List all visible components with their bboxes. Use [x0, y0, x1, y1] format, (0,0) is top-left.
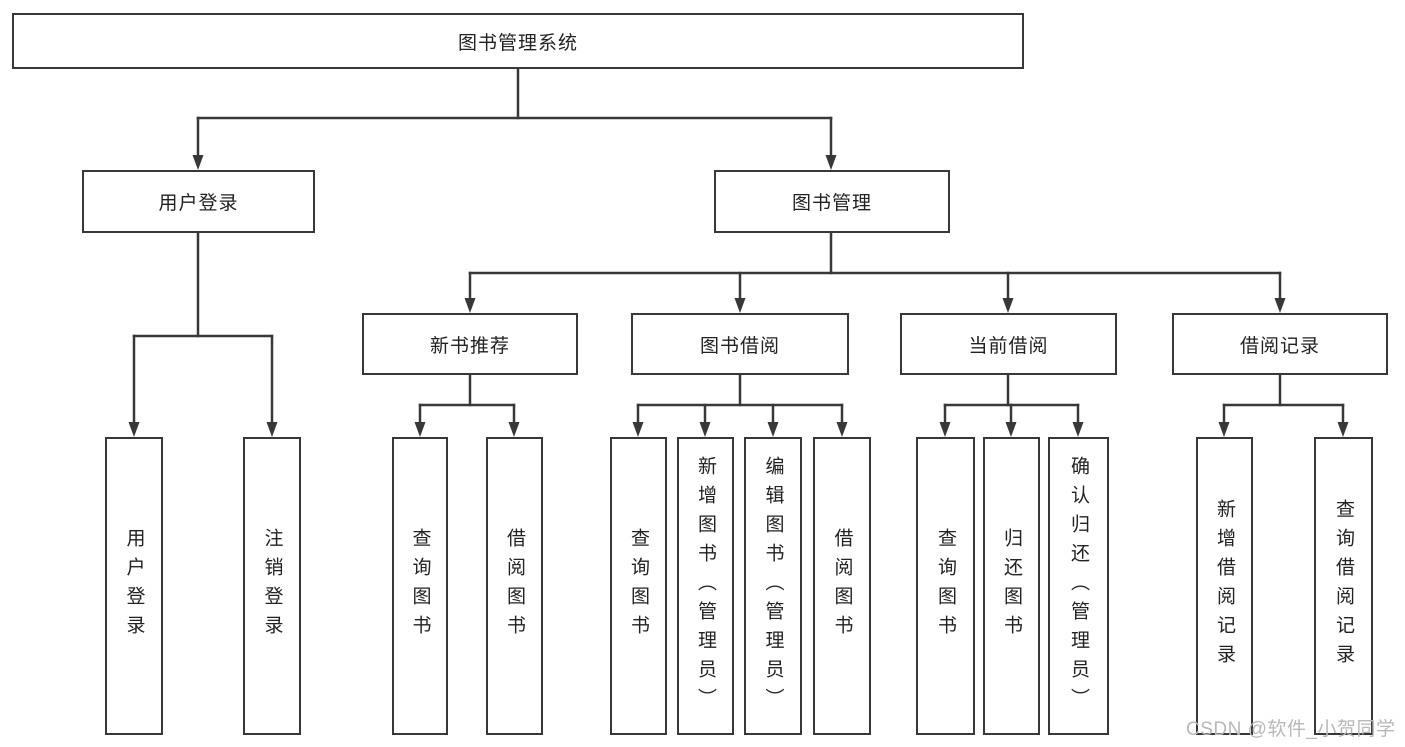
leaf-current-query-books-label: 查询图书	[935, 528, 956, 644]
leaf-borrow-query-books: 查询图书	[610, 437, 667, 735]
leaf-borrow-books-label: 借阅图书	[831, 528, 853, 644]
leaf-borrow-books: 借阅图书	[813, 437, 871, 735]
node-library-management-system: 图书管理系统	[12, 13, 1024, 69]
leaf-return-books: 归还图书	[983, 437, 1040, 735]
leaf-newbook-query-books-label: 查询图书	[409, 528, 431, 644]
leaf-user-login: 用户登录	[105, 437, 163, 735]
leaf-edit-books-admin: 编辑图书（管理员）	[744, 437, 802, 735]
leaf-newbook-query-books: 查询图书	[392, 437, 448, 735]
node-current-borrowing: 当前借阅	[900, 313, 1117, 375]
node-book-management: 图书管理	[714, 170, 950, 233]
leaf-user-login-label: 用户登录	[123, 528, 145, 644]
leaf-confirm-return-admin-label: 确认归还（管理员）	[1068, 455, 1089, 717]
leaf-confirm-return-admin: 确认归还（管理员）	[1048, 437, 1109, 735]
node-new-book-recommendation: 新书推荐	[362, 313, 578, 375]
leaf-add-books-admin: 新增图书（管理员）	[677, 437, 734, 735]
leaf-current-query-books: 查询图书	[916, 437, 975, 735]
leaf-add-books-admin-label: 新增图书（管理员）	[695, 455, 716, 717]
leaf-newbook-borrow-books-label: 借阅图书	[504, 528, 525, 644]
leaf-edit-books-admin-label: 编辑图书（管理员）	[762, 455, 784, 717]
leaf-query-borrow-record-label: 查询借阅记录	[1333, 499, 1354, 673]
leaf-newbook-borrow-books: 借阅图书	[486, 437, 543, 735]
node-user-login: 用户登录	[82, 170, 315, 233]
leaf-borrow-query-books-label: 查询图书	[628, 528, 649, 644]
leaf-logout: 注销登录	[243, 437, 301, 735]
leaf-logout-label: 注销登录	[261, 528, 283, 644]
leaf-return-books-label: 归还图书	[1001, 528, 1022, 644]
node-borrowing-records: 借阅记录	[1172, 313, 1388, 375]
leaf-query-borrow-record: 查询借阅记录	[1314, 437, 1373, 735]
csdn-watermark: CSDN @软件_小贺同学	[1186, 719, 1396, 740]
node-book-borrowing: 图书借阅	[631, 313, 849, 375]
leaf-add-borrow-record-label: 新增借阅记录	[1214, 499, 1235, 673]
leaf-add-borrow-record: 新增借阅记录	[1196, 437, 1253, 735]
